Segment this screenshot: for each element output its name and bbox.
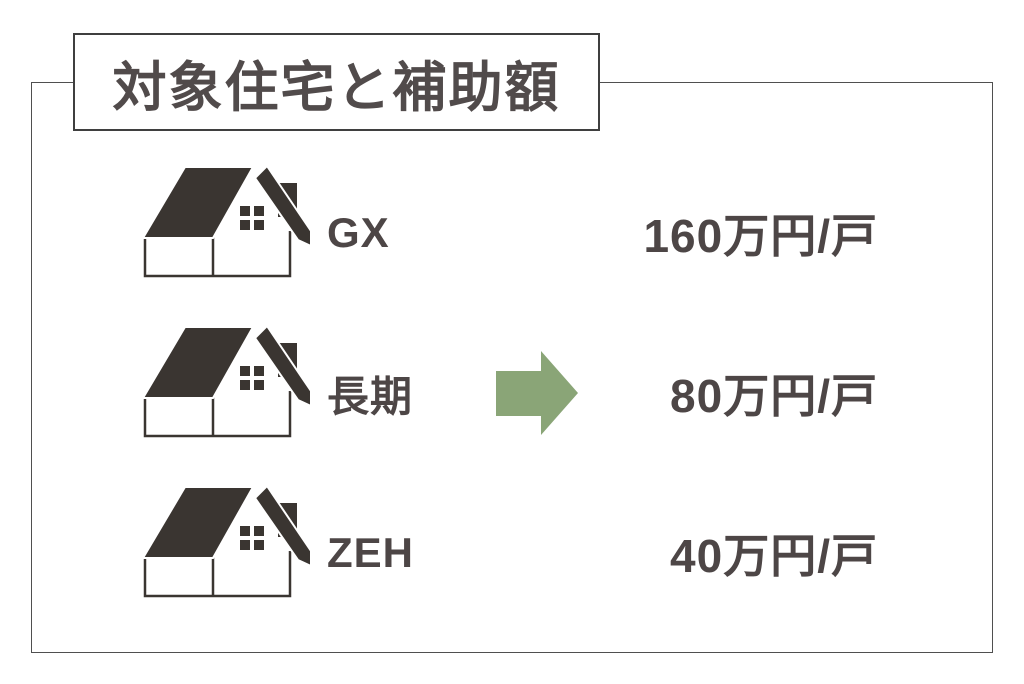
subsidy-row-zeh: ZEH 40万円/戸 <box>31 473 993 633</box>
house-icon <box>135 157 315 279</box>
page-title: 対象住宅と補助額 <box>112 57 561 118</box>
subsidy-amount: 160万円/戸 <box>643 210 878 262</box>
housing-type-label: ZEH <box>327 529 414 576</box>
housing-type-label: GX <box>327 209 390 256</box>
house-icon <box>135 477 315 599</box>
title-box: 対象住宅と補助額 <box>73 33 600 131</box>
housing-type-label: 長期 <box>327 372 414 420</box>
house-icon <box>135 317 315 439</box>
subsidy-amount: 80万円/戸 <box>670 370 878 422</box>
right-arrow-icon <box>496 351 578 435</box>
subsidy-row-chouki: 長期 80万円/戸 <box>31 313 993 473</box>
subsidy-amount: 40万円/戸 <box>670 530 878 582</box>
subsidy-row-gx: GX 160万円/戸 <box>31 153 993 313</box>
